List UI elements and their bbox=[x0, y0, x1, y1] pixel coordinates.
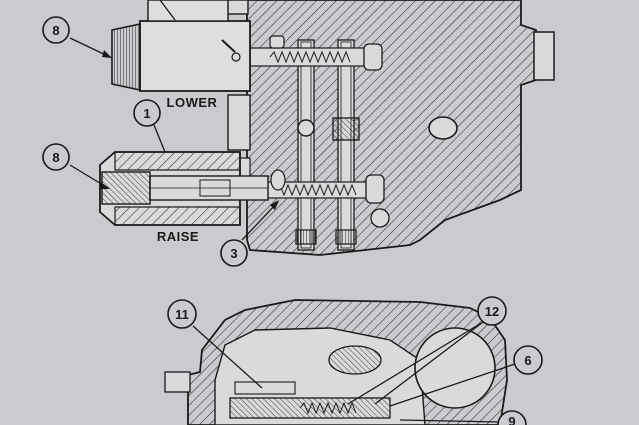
manual-override-knob-upper bbox=[111, 23, 141, 91]
callout-11-label: 11 bbox=[175, 307, 189, 322]
callout-3-label: 3 bbox=[230, 246, 237, 261]
callout-8-top-label: 8 bbox=[52, 23, 59, 38]
lower-label: LOWER bbox=[167, 95, 218, 110]
callout-12: 12 bbox=[347, 296, 507, 405]
top-leader-line bbox=[159, 0, 176, 21]
port-hole bbox=[428, 116, 458, 140]
callout-1-label: 1 bbox=[143, 106, 150, 121]
valve-body-lower bbox=[164, 299, 508, 425]
callout-12-label: 12 bbox=[485, 304, 499, 319]
callout-1: 1 bbox=[133, 99, 166, 153]
callout-8-bottom-label: 8 bbox=[52, 150, 59, 165]
end-plug bbox=[533, 31, 555, 81]
callout-3: 3 bbox=[220, 200, 279, 267]
raise-label: RAISE bbox=[157, 229, 199, 244]
callout-8-bottom: 8 bbox=[42, 143, 110, 189]
callout-8-top: 8 bbox=[42, 16, 113, 59]
accumulator-bore bbox=[414, 327, 496, 409]
callout-9: 9 bbox=[399, 410, 527, 425]
callout-6: 6 bbox=[389, 345, 543, 407]
horizontal-passages bbox=[249, 35, 390, 228]
lower-solenoid bbox=[111, 0, 251, 92]
raise-solenoid bbox=[99, 151, 269, 226]
callout-9-label: 9 bbox=[508, 414, 515, 425]
callout-11: 11 bbox=[167, 299, 263, 389]
callout-6-label: 6 bbox=[524, 353, 531, 368]
